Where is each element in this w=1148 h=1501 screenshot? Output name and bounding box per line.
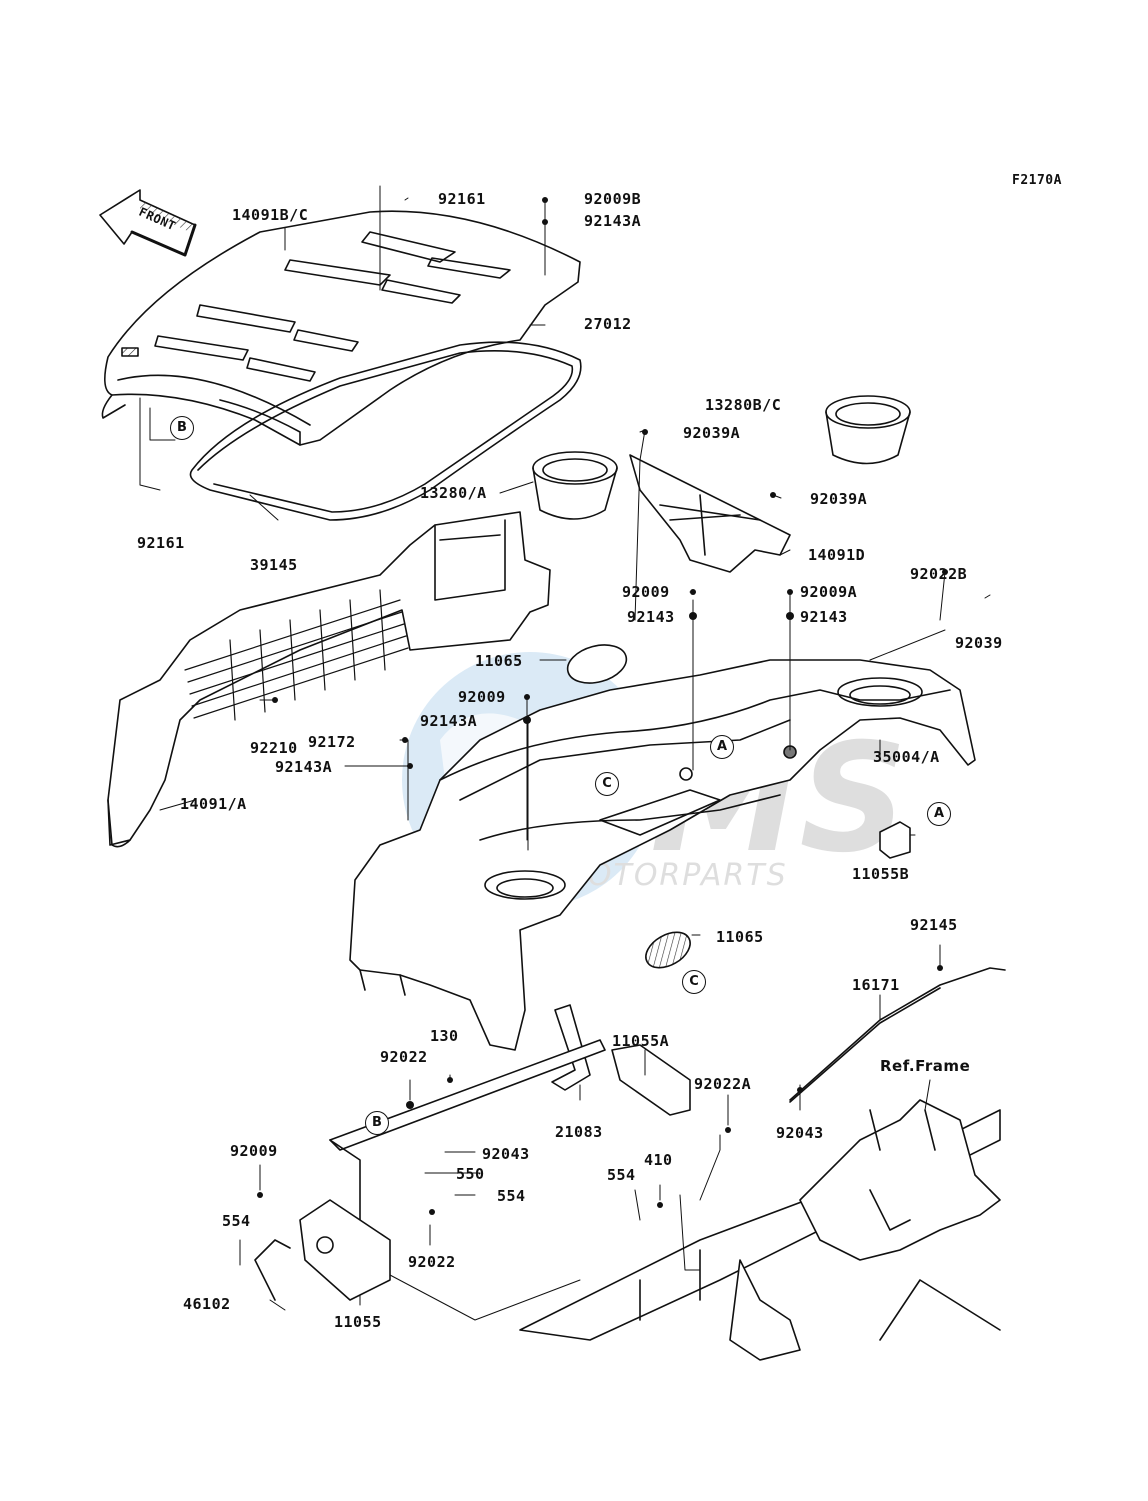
label-92039a-1: 92039A: [683, 424, 741, 442]
label-92022-bot: 92022: [408, 1253, 456, 1271]
label-14091a: 14091/A: [180, 795, 247, 813]
lid-11065-top: [566, 644, 628, 684]
label-92039: 92039: [955, 634, 1003, 652]
bar-support: [329, 1039, 606, 1151]
roof-part: [101, 210, 581, 446]
label-92161-left: 92161: [137, 534, 185, 552]
label-46102: 46102: [183, 1295, 231, 1313]
label-92043-right: 92043: [776, 1124, 824, 1142]
label-92143a-left: 92143A: [275, 758, 333, 776]
label-21083: 21083: [555, 1123, 603, 1141]
label-92022-left: 92022: [380, 1048, 428, 1066]
label-92143a-c: 92143A: [420, 712, 478, 730]
label-92145: 92145: [910, 916, 958, 934]
callout-a-right: A: [927, 802, 951, 826]
cup-holder-13280a: [532, 451, 618, 520]
cup-holder-13280bc: [825, 395, 911, 465]
label-11055b: 11055B: [852, 865, 910, 883]
label-27012: 27012: [584, 315, 632, 333]
label-130: 130: [430, 1027, 459, 1045]
label-92043-left: 92043: [482, 1145, 530, 1163]
callout-b-top: B: [170, 416, 194, 440]
diagram-code: F2170A: [1012, 173, 1062, 188]
callout-c-body: C: [595, 772, 619, 796]
front-panel-part: [107, 511, 551, 848]
callout-c-lid: C: [682, 970, 706, 994]
callout-b-bottom: B: [365, 1111, 389, 1135]
label-92009b: 92009B: [584, 190, 642, 208]
lid-11065-bottom: [645, 931, 691, 969]
label-92143a-top: 92143A: [584, 212, 642, 230]
rod-46102: [254, 1239, 291, 1301]
bracket-11055a: [611, 1044, 691, 1116]
bracket-21083: [551, 1004, 591, 1091]
label-13280a: 13280/A: [420, 484, 487, 502]
label-92039a-2: 92039A: [810, 490, 868, 508]
label-14091d: 14091D: [808, 546, 866, 564]
label-554-left: 554: [222, 1212, 251, 1230]
label-ref-frame: Ref.Frame: [880, 1057, 971, 1075]
label-92009-c: 92009: [458, 688, 506, 706]
label-410: 410: [644, 1151, 673, 1169]
seal-part: [189, 341, 582, 521]
label-92172: 92172: [308, 733, 356, 751]
label-39145: 39145: [250, 556, 298, 574]
label-92009-mid: 92009: [622, 583, 670, 601]
label-11065-bot: 11065: [716, 928, 764, 946]
label-92143-mid: 92143: [627, 608, 675, 626]
bracket-11055b: [879, 821, 911, 859]
label-554-mid: 554: [497, 1187, 526, 1205]
label-11055a: 11055A: [612, 1032, 670, 1050]
fasteners: [257, 197, 948, 1215]
label-92143-right: 92143: [800, 608, 848, 626]
label-92009-bl: 92009: [230, 1142, 278, 1160]
label-92022b: 92022B: [910, 565, 968, 583]
label-14091bc: 14091B/C: [232, 206, 309, 224]
label-16171: 16171: [852, 976, 900, 994]
label-92022a: 92022A: [694, 1075, 752, 1093]
frame-reference: [519, 1099, 1001, 1361]
label-13280bc: 13280B/C: [705, 396, 782, 414]
label-35004a: 35004/A: [873, 748, 940, 766]
body-35004a: [349, 659, 976, 1051]
front-arrow-icon: [99, 189, 197, 257]
label-92210: 92210: [250, 739, 298, 757]
bracket-11055: [299, 1199, 391, 1301]
panel-14091d: [629, 454, 791, 573]
label-92009a: 92009A: [800, 583, 858, 601]
label-554-right: 554: [607, 1166, 636, 1184]
label-11065-top: 11065: [475, 652, 523, 670]
label-92161-top: 92161: [438, 190, 486, 208]
callout-a-body: A: [710, 735, 734, 759]
label-550: 550: [456, 1165, 485, 1183]
cable-16171: [789, 967, 1006, 1101]
label-11055: 11055: [334, 1313, 382, 1331]
